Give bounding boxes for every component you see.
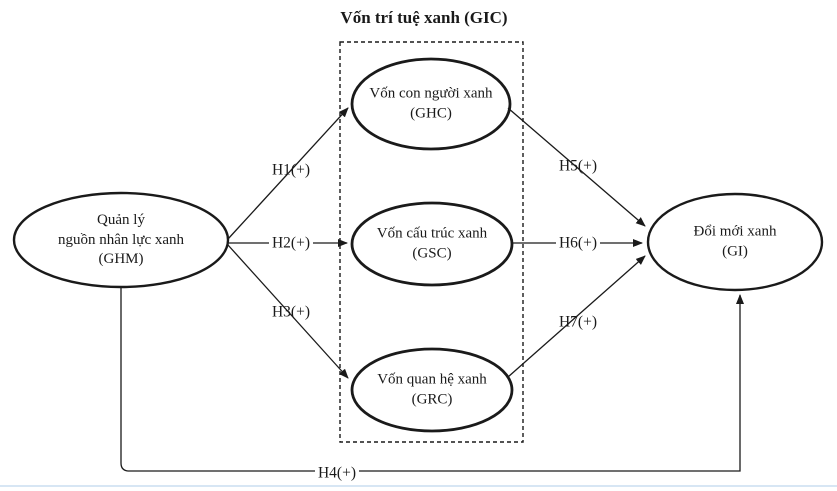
node-label-grc: Vốn quan hệ xanh (GRC) <box>377 371 487 408</box>
ellipse-gi <box>646 192 824 292</box>
hypothesis-label-h2: H2(+) <box>268 234 314 252</box>
hypothesis-label-h7: H7(+) <box>558 313 598 331</box>
ellipse-ghc <box>350 57 512 151</box>
node-label-ghm: Quản lý nguồn nhân lực xanh (GHM) <box>57 211 185 267</box>
arrow-h5 <box>507 107 646 227</box>
arrow-h4 <box>120 287 744 472</box>
ellipse-grc <box>350 347 514 433</box>
arrow-h7 <box>507 255 646 378</box>
ellipse-gsc <box>350 201 514 287</box>
node-label-gi: Đổi mới xanh (GI) <box>693 223 777 260</box>
arrow-h3 <box>227 244 349 379</box>
arrow-h1 <box>227 107 349 240</box>
hypothesis-label-h1: H1(+) <box>271 161 311 179</box>
bottom-divider <box>0 485 837 487</box>
hypothesis-label-h6: H6(+) <box>555 234 601 252</box>
node-label-gsc: Vốn cấu trúc xanh (GSC) <box>376 225 488 262</box>
node-label-ghc: Vốn con người xanh (GHC) <box>369 85 493 122</box>
hypothesis-label-h3: H3(+) <box>271 303 311 321</box>
hypothesis-label-h4: H4(+) <box>314 464 360 482</box>
gic-box-title: Vốn trí tuệ xanh (GIC) <box>340 8 508 27</box>
hypothesis-label-h5: H5(+) <box>558 157 598 175</box>
